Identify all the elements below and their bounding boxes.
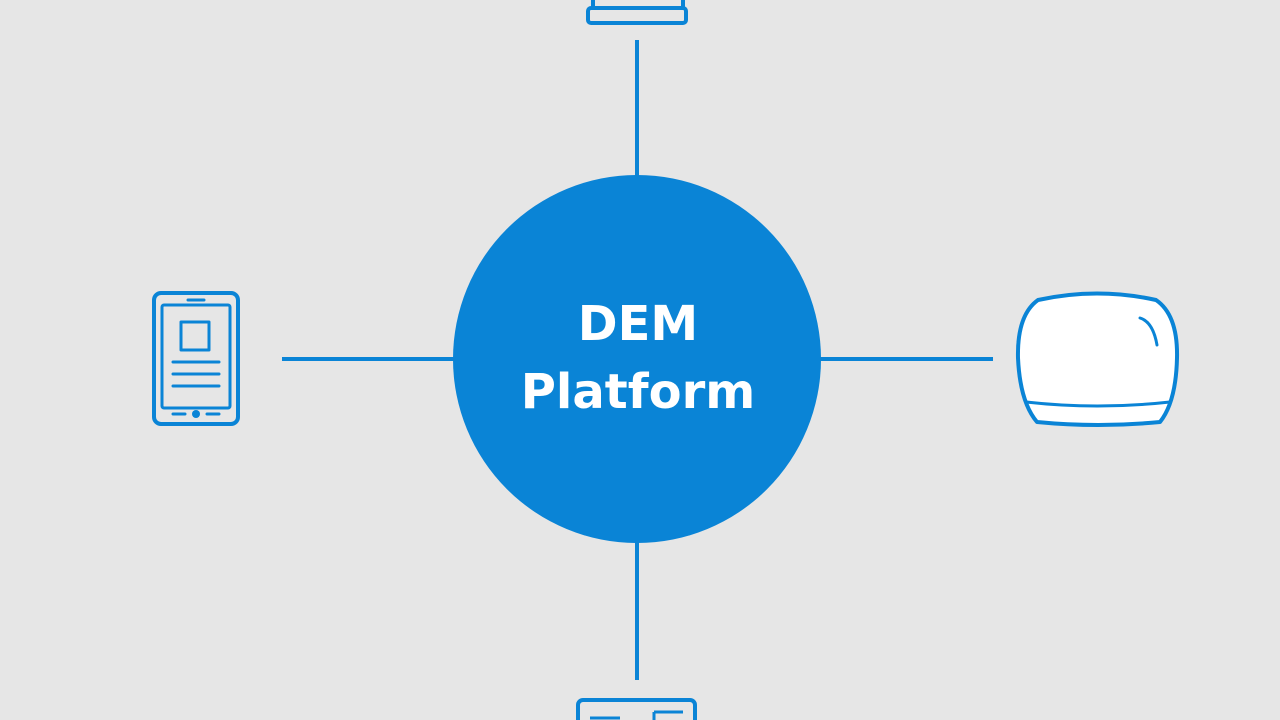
hub-circle bbox=[453, 175, 821, 543]
monitor-icon bbox=[576, 698, 697, 720]
hub-label: DEM Platform bbox=[455, 290, 821, 426]
smart-speaker-icon bbox=[1015, 291, 1180, 427]
hub-label-line2: Platform bbox=[520, 364, 756, 420]
hub-label-line1: DEM bbox=[577, 296, 699, 352]
smartphone-icon bbox=[152, 291, 240, 426]
laptop-icon bbox=[586, 0, 688, 25]
